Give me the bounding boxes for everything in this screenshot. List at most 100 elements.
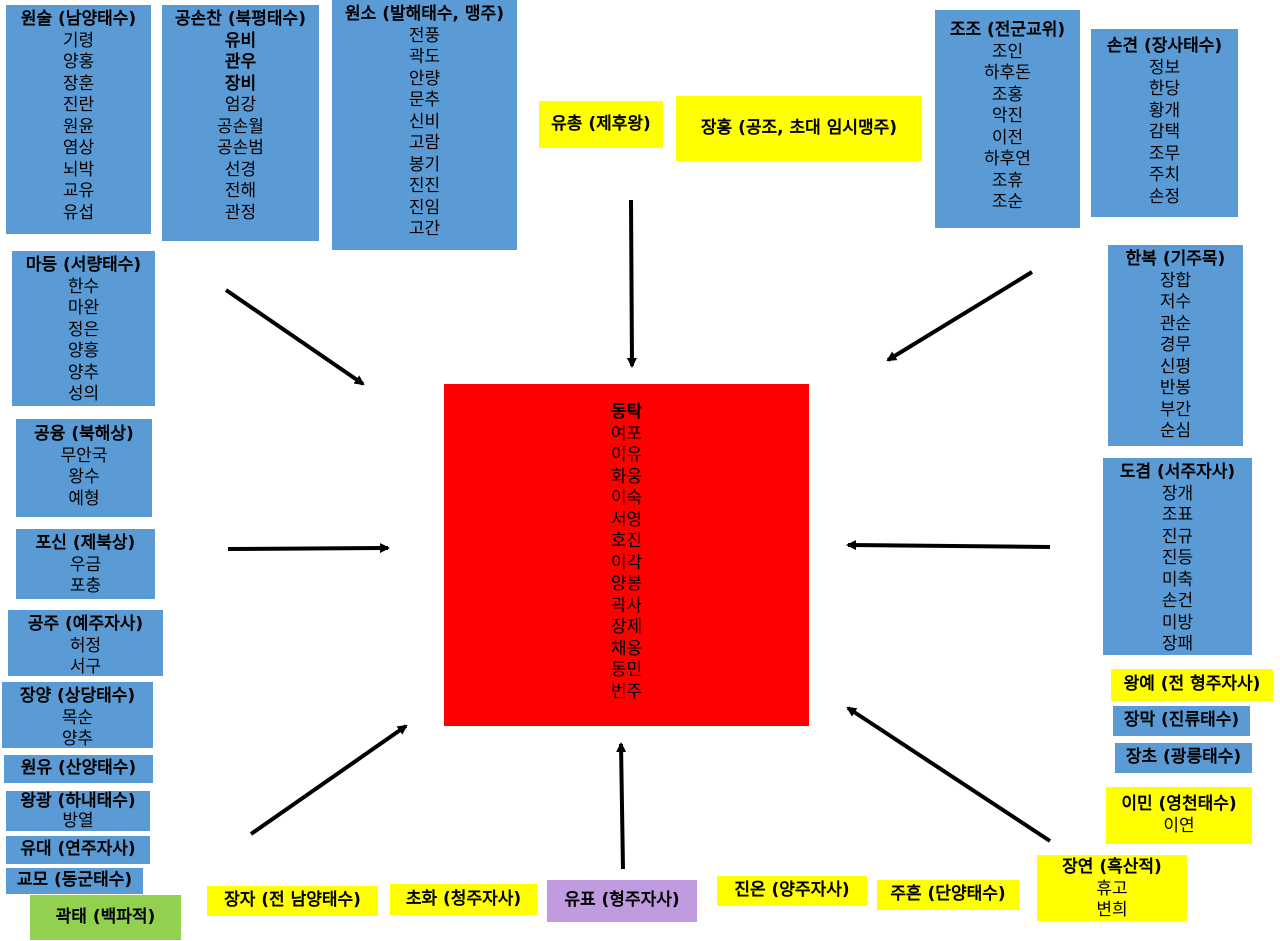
guo-tai-box: 곽태 (백파적) xyxy=(30,895,181,940)
member: 정은 xyxy=(67,319,100,340)
yuan-shu-faction-box: 원술 (남양태수) 기령 양홍 장훈 진란 원윤 염상 뇌박 교유 유섭 xyxy=(6,5,151,234)
member: 진란 xyxy=(62,95,95,115)
dong-zhuo-faction-box: 동탁 여포 이유 화웅 이숙 서영 호진 이각 양봉 곽사 장제 채옹 동민 번… xyxy=(444,384,809,726)
member: 전풍 xyxy=(408,25,441,46)
member: 포충 xyxy=(69,576,102,596)
faction-title: 진온 (양주자사) xyxy=(734,880,850,901)
member: 장합 xyxy=(1159,270,1192,291)
member: 왕수 xyxy=(68,467,100,487)
center-member: 여포 xyxy=(610,423,643,444)
member: 조무 xyxy=(1148,143,1181,164)
han-fu-faction-box: 한복 (기주목) 장합 저수 관순 경무 신평 반봉 부간 순심 xyxy=(1108,245,1243,446)
member: 손건 xyxy=(1161,591,1194,611)
faction-title: 왕예 (전 형주자사) xyxy=(1123,674,1261,695)
qiao-mao-box: 교모 (동군태수) xyxy=(6,868,143,894)
member: 성의 xyxy=(67,384,100,404)
arrow-bottom-right xyxy=(846,706,1052,843)
faction-title: 한복 (기주목) xyxy=(1125,249,1226,269)
member: 조홍 xyxy=(991,84,1024,105)
faction-title: 유대 (연주자사) xyxy=(20,839,136,860)
faction-title: 이민 (영천태수) xyxy=(1121,794,1237,814)
zhang-yan-faction-box: 장연 (흑산적) 휴고 변희 xyxy=(1037,855,1187,921)
faction-title: 도겸 (서주자사) xyxy=(1119,462,1236,482)
member: 양흥 xyxy=(67,341,100,361)
center-member: 양봉 xyxy=(610,574,643,594)
arrow-top-left xyxy=(224,288,365,386)
faction-title: 장초 (광릉태수) xyxy=(1125,747,1242,768)
member: 허정 xyxy=(69,635,102,656)
faction-title: 원유 (산양태수) xyxy=(20,758,137,779)
center-member: 동민 xyxy=(610,660,643,680)
member: 무안국 xyxy=(60,445,108,466)
member: 원윤 xyxy=(62,116,95,137)
liu-biao-box: 유표 (형주자사) xyxy=(547,880,697,922)
zhang-chao-box: 장초 (광릉태수) xyxy=(1115,743,1252,773)
kong-zhou-faction-box: 공주 (예주자사) 허정 서구 xyxy=(8,610,163,677)
member: 기령 xyxy=(62,30,95,51)
faction-title: 장홍 (공조, 초대 임시맹주) xyxy=(700,117,898,138)
member: 우금 xyxy=(69,554,102,575)
member: 조인 xyxy=(991,41,1024,62)
member: 뇌박 xyxy=(62,159,95,180)
faction-title: 공손찬 (북평태수) xyxy=(175,9,306,29)
ma-teng-faction-box: 마등 (서량태수) 한수 마완 정은 양흥 양추 성의 xyxy=(12,251,155,406)
member-highlighted: 관우 xyxy=(224,52,257,72)
cao-cao-faction-box: 조조 (전군교위) 조인 하후돈 조홍 악진 이전 하후연 조휴 조순 xyxy=(935,10,1080,228)
faction-title: 조조 (전군교위) xyxy=(949,20,1066,40)
dong-zhuo-leader: 동탁 xyxy=(610,402,643,422)
li-min-faction-box: 이민 (영천태수) 이연 xyxy=(1106,787,1252,844)
member: 주치 xyxy=(1148,165,1181,185)
member: 미축 xyxy=(1161,569,1194,590)
faction-title: 원소 (발해태수, 맹주) xyxy=(345,4,504,24)
member: 경무 xyxy=(1159,335,1192,355)
member: 진등 xyxy=(1161,548,1194,568)
jin-yuan-box: 진온 (양주자사) xyxy=(717,876,867,906)
faction-title: 왕광 (하내태수) xyxy=(20,791,136,811)
faction-title: 마등 (서량태수) xyxy=(25,255,142,275)
member: 악진 xyxy=(991,106,1024,126)
faction-title: 장자 (전 남양태수) xyxy=(224,890,361,911)
member: 곽도 xyxy=(408,47,441,67)
member: 황개 xyxy=(1148,100,1181,121)
faction-title: 손견 (장사태수) xyxy=(1106,36,1223,56)
member: 안량 xyxy=(408,68,441,89)
member: 미방 xyxy=(1161,612,1194,633)
center-member: 곽사 xyxy=(610,595,643,616)
arrow-top-right xyxy=(886,270,1034,362)
center-member: 이유 xyxy=(610,445,643,465)
sun-jian-faction-box: 손견 (장사태수) 정보 한당 황개 감택 조무 주치 손정 xyxy=(1091,29,1238,217)
member: 휴고 xyxy=(1096,878,1128,899)
member: 이전 xyxy=(991,127,1024,148)
member: 유섭 xyxy=(62,202,95,223)
member: 관순 xyxy=(1159,313,1192,334)
member: 변희 xyxy=(1096,900,1128,920)
member-highlighted: 유비 xyxy=(224,30,257,51)
member: 장훈 xyxy=(62,73,95,94)
faction-title: 주흔 (단양태수) xyxy=(890,884,1006,905)
member: 한수 xyxy=(67,276,100,297)
member: 저수 xyxy=(1159,292,1192,312)
center-member: 장제 xyxy=(610,617,643,637)
member: 문추 xyxy=(408,90,441,110)
member: 마완 xyxy=(67,298,100,318)
faction-title: 공융 (북해상) xyxy=(34,424,134,444)
faction-title: 유표 (형주자사) xyxy=(564,890,680,911)
member: 장개 xyxy=(1161,483,1194,504)
member: 정보 xyxy=(1148,57,1181,78)
member: 조휴 xyxy=(991,170,1024,191)
liu-dai-box: 유대 (연주자사) xyxy=(6,836,150,864)
wang-kuang-faction-box: 왕광 (하내태수) 방열 xyxy=(6,791,150,831)
faction-title: 원술 (남양태수) xyxy=(20,9,137,29)
yuan-yi-box: 원유 (산양태수) xyxy=(4,755,153,783)
member: 손정 xyxy=(1148,186,1181,207)
member-highlighted: 장비 xyxy=(224,73,257,94)
arrow-left xyxy=(227,543,390,554)
member: 방열 xyxy=(62,811,94,831)
zhang-hong-box: 장홍 (공조, 초대 임시맹주) xyxy=(676,96,922,161)
member: 선경 xyxy=(224,159,257,180)
faction-title: 공주 (예주자사) xyxy=(27,614,144,634)
member: 하후연 xyxy=(984,149,1031,169)
kong-rong-faction-box: 공융 (북해상) 무안국 왕수 예형 xyxy=(16,419,152,517)
member: 조표 xyxy=(1161,505,1194,525)
